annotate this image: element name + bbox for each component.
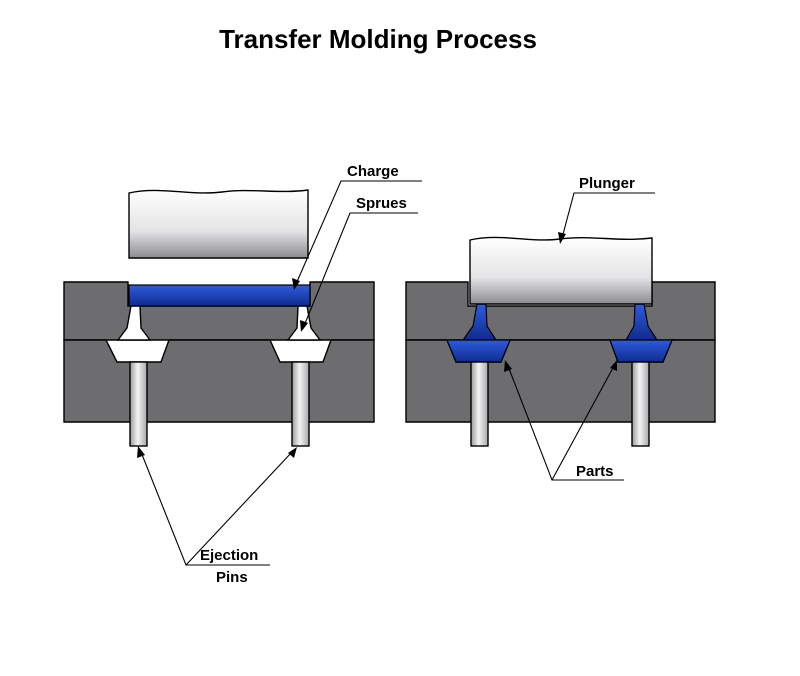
right-plunger xyxy=(469,236,653,305)
right-ejection-pin-2 xyxy=(631,361,650,447)
left-ejection-pin-1 xyxy=(129,361,148,447)
label-ejection: Ejection xyxy=(200,547,258,564)
arrow-plunger xyxy=(558,232,566,244)
right-part-1 xyxy=(446,339,511,363)
page-title: Transfer Molding Process xyxy=(219,24,537,54)
left-lower-mold xyxy=(63,339,375,423)
arrow-parts-2 xyxy=(610,360,617,371)
leader-charge xyxy=(295,180,422,285)
arrow-charge xyxy=(292,278,300,290)
leader-parts-2 xyxy=(551,365,615,481)
arrow-sprues xyxy=(300,320,308,332)
leader-plunger xyxy=(561,192,655,239)
label-parts: Parts xyxy=(576,463,614,480)
left-ejection-pin-2 xyxy=(291,361,310,447)
arrow-ejection-2 xyxy=(288,447,297,458)
leader-ejection-2 xyxy=(185,451,293,566)
right-part-2 xyxy=(609,339,673,363)
label-sprues: Sprues xyxy=(356,195,407,212)
left-mold-assembly xyxy=(63,189,375,447)
charge-slab xyxy=(128,284,311,307)
right-mold-assembly xyxy=(405,236,716,447)
label-plunger: Plunger xyxy=(579,175,635,192)
label-pins: Pins xyxy=(216,569,248,586)
right-ejection-pin-1 xyxy=(470,361,489,447)
arrow-parts-1 xyxy=(504,360,512,372)
left-plunger xyxy=(128,189,309,259)
label-charge: Charge xyxy=(347,163,399,180)
leader-sprues xyxy=(303,212,418,327)
arrow-ejection-1 xyxy=(137,446,145,458)
